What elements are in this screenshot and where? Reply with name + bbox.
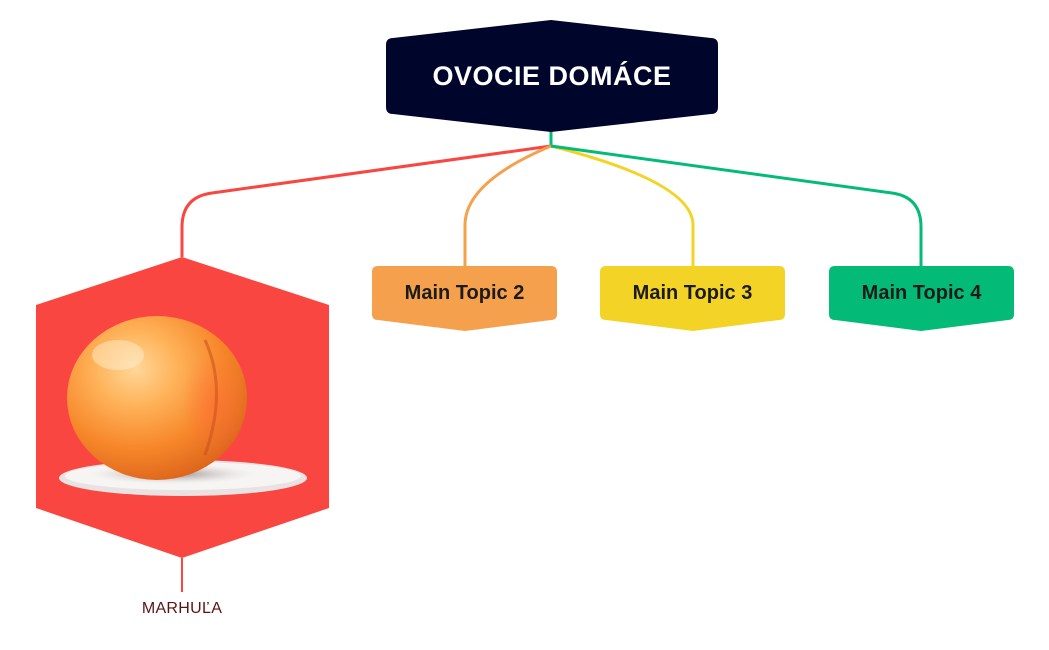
apricot-image [59, 316, 307, 496]
connector-line-topic-3 [550, 144, 695, 266]
topic-node-2 [372, 266, 557, 331]
root-node [386, 20, 718, 132]
connector-line-topic-2 [463, 144, 552, 266]
topic-node-3 [600, 266, 785, 331]
subtopic-label[interactable]: MARHUĽA [141, 600, 223, 617]
connector-line-topic-4 [550, 144, 923, 266]
connector-line-topic-1 [180, 144, 552, 257]
topic-node-4 [829, 266, 1014, 331]
